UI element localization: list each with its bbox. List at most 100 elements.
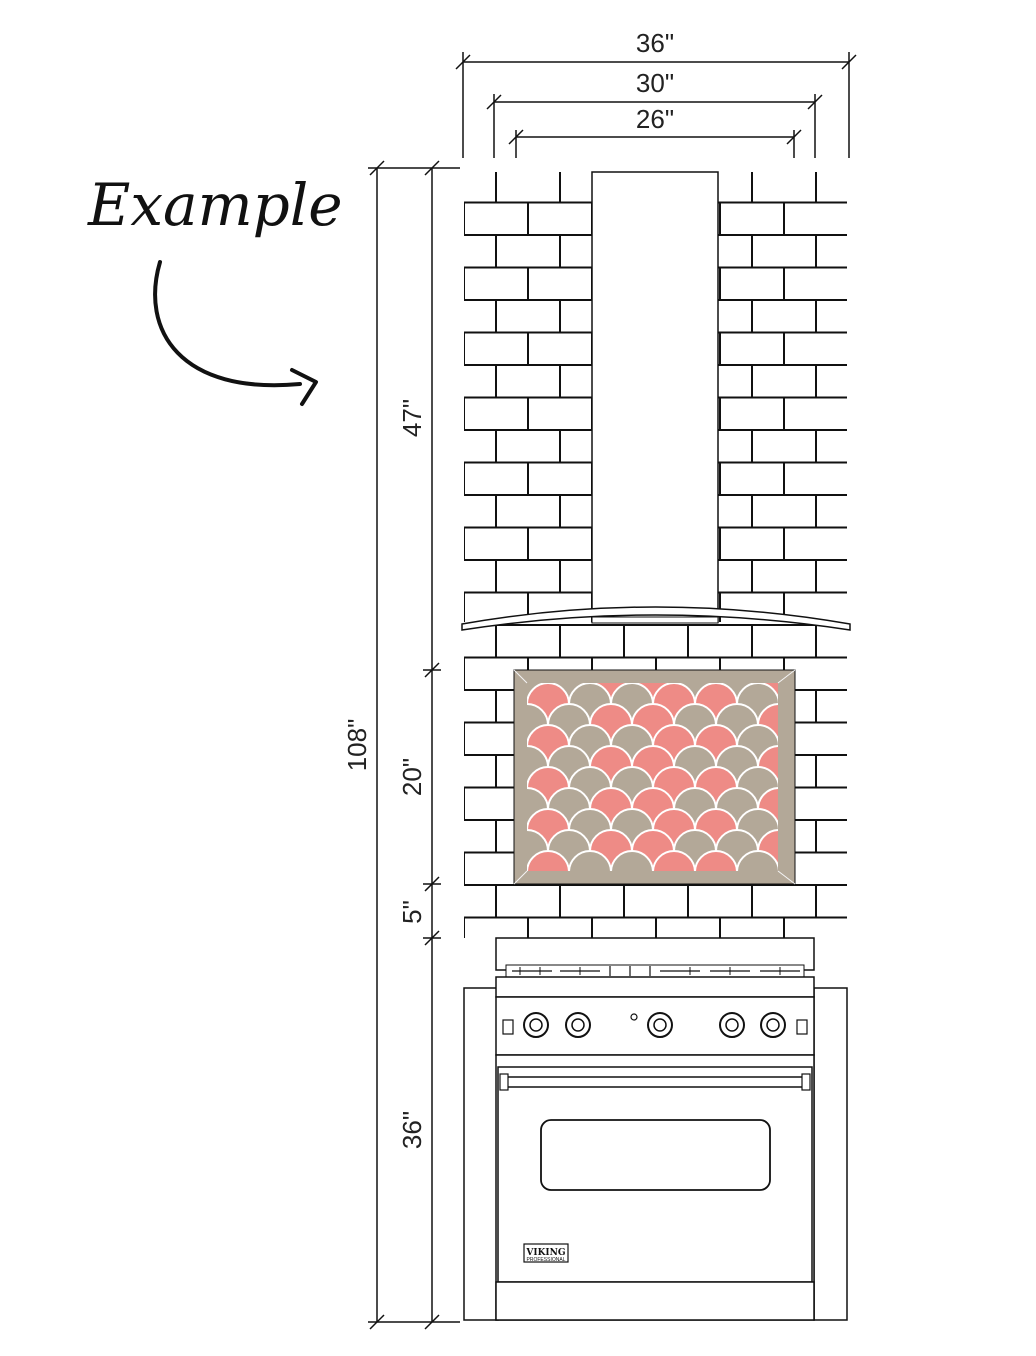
dim-height-panel: 20" — [397, 758, 427, 796]
height-dimensions — [368, 160, 460, 1330]
brick — [751, 429, 817, 464]
brick — [559, 559, 592, 594]
knob-2 — [565, 1012, 591, 1038]
indicator-light — [630, 1013, 638, 1021]
brick — [848, 918, 912, 951]
brick — [815, 884, 847, 919]
brick — [527, 461, 592, 496]
dim-width-inner: 26" — [636, 104, 674, 134]
brick — [559, 299, 592, 334]
brick — [815, 624, 847, 659]
oven-window — [540, 1119, 771, 1191]
brick — [848, 333, 912, 366]
brick — [464, 461, 529, 496]
brick — [848, 528, 912, 561]
brick — [848, 593, 912, 626]
hood-chimney — [591, 171, 719, 623]
brick — [719, 266, 785, 301]
brick — [880, 430, 944, 463]
brick — [623, 884, 689, 919]
brick — [495, 172, 561, 204]
brick — [815, 689, 847, 724]
brick — [464, 429, 497, 464]
brick — [880, 170, 944, 203]
range-kickplate — [495, 1281, 815, 1321]
brick — [848, 788, 912, 821]
brick — [559, 234, 592, 269]
brand-name: VIKING — [525, 1248, 565, 1258]
range-top-edge — [495, 976, 815, 998]
brick — [464, 884, 497, 919]
brick — [495, 234, 561, 269]
brick — [815, 819, 847, 854]
brick — [495, 429, 561, 464]
burner-grates — [505, 964, 805, 978]
brick — [815, 559, 847, 594]
brick — [848, 398, 912, 431]
brick — [495, 494, 561, 529]
brick-wall-left — [464, 172, 592, 622]
brick — [815, 234, 847, 269]
brick — [751, 624, 817, 659]
brick — [783, 266, 847, 301]
arrow-head-icon — [290, 368, 318, 406]
dim-height-range: 36" — [397, 1111, 427, 1149]
side-cabinet-right — [813, 987, 848, 1321]
brick — [815, 299, 847, 334]
hood-vent — [591, 616, 719, 624]
fish-scale-tile — [652, 850, 696, 871]
brick — [880, 365, 944, 398]
dim-width-outer: 36" — [636, 28, 674, 58]
brick — [464, 172, 497, 204]
brick — [815, 429, 847, 464]
brick — [464, 299, 497, 334]
fish-scale-tile — [568, 850, 612, 871]
brick — [464, 494, 497, 529]
brick — [880, 820, 944, 853]
fish-scale-tile — [610, 850, 654, 871]
brick — [815, 172, 847, 204]
brick — [880, 560, 944, 593]
brick — [719, 526, 785, 561]
switch-left — [502, 1019, 514, 1035]
brick — [718, 172, 753, 204]
brick — [527, 396, 592, 431]
brand-badge: VIKING PROFESSIONAL — [523, 1243, 569, 1263]
width-dimensions — [455, 52, 857, 158]
brick — [559, 429, 592, 464]
fish-scale-pattern — [527, 683, 778, 871]
brick — [687, 884, 753, 919]
brick — [848, 853, 912, 886]
brick — [719, 331, 785, 366]
curved-arrow-icon — [153, 260, 302, 388]
fish-scale-tile — [736, 850, 778, 871]
brick — [559, 172, 592, 204]
knob-1 — [523, 1012, 549, 1038]
brick — [719, 201, 785, 236]
brand-sub: PROFESSIONAL — [527, 1257, 566, 1263]
side-cabinet-left — [463, 987, 499, 1321]
brick — [718, 559, 753, 594]
brick — [559, 494, 592, 529]
brick — [848, 723, 912, 756]
brick — [464, 689, 497, 724]
dim-height-total: 108" — [342, 719, 372, 772]
range: VIKING PROFESSIONAL — [495, 937, 815, 1321]
brick — [880, 755, 944, 788]
knob-5 — [760, 1012, 786, 1038]
oven-handle — [505, 1076, 805, 1088]
brick — [751, 299, 817, 334]
brick — [783, 461, 847, 496]
brick — [848, 203, 912, 236]
brick — [880, 690, 944, 723]
fish-scale-tile — [527, 850, 570, 871]
brick — [751, 364, 817, 399]
knob-4 — [719, 1012, 745, 1038]
brick — [495, 559, 561, 594]
brick — [495, 624, 561, 659]
brick — [815, 494, 847, 529]
brick — [880, 625, 944, 658]
dim-height-upper: 47" — [397, 399, 427, 437]
brick — [464, 819, 497, 854]
